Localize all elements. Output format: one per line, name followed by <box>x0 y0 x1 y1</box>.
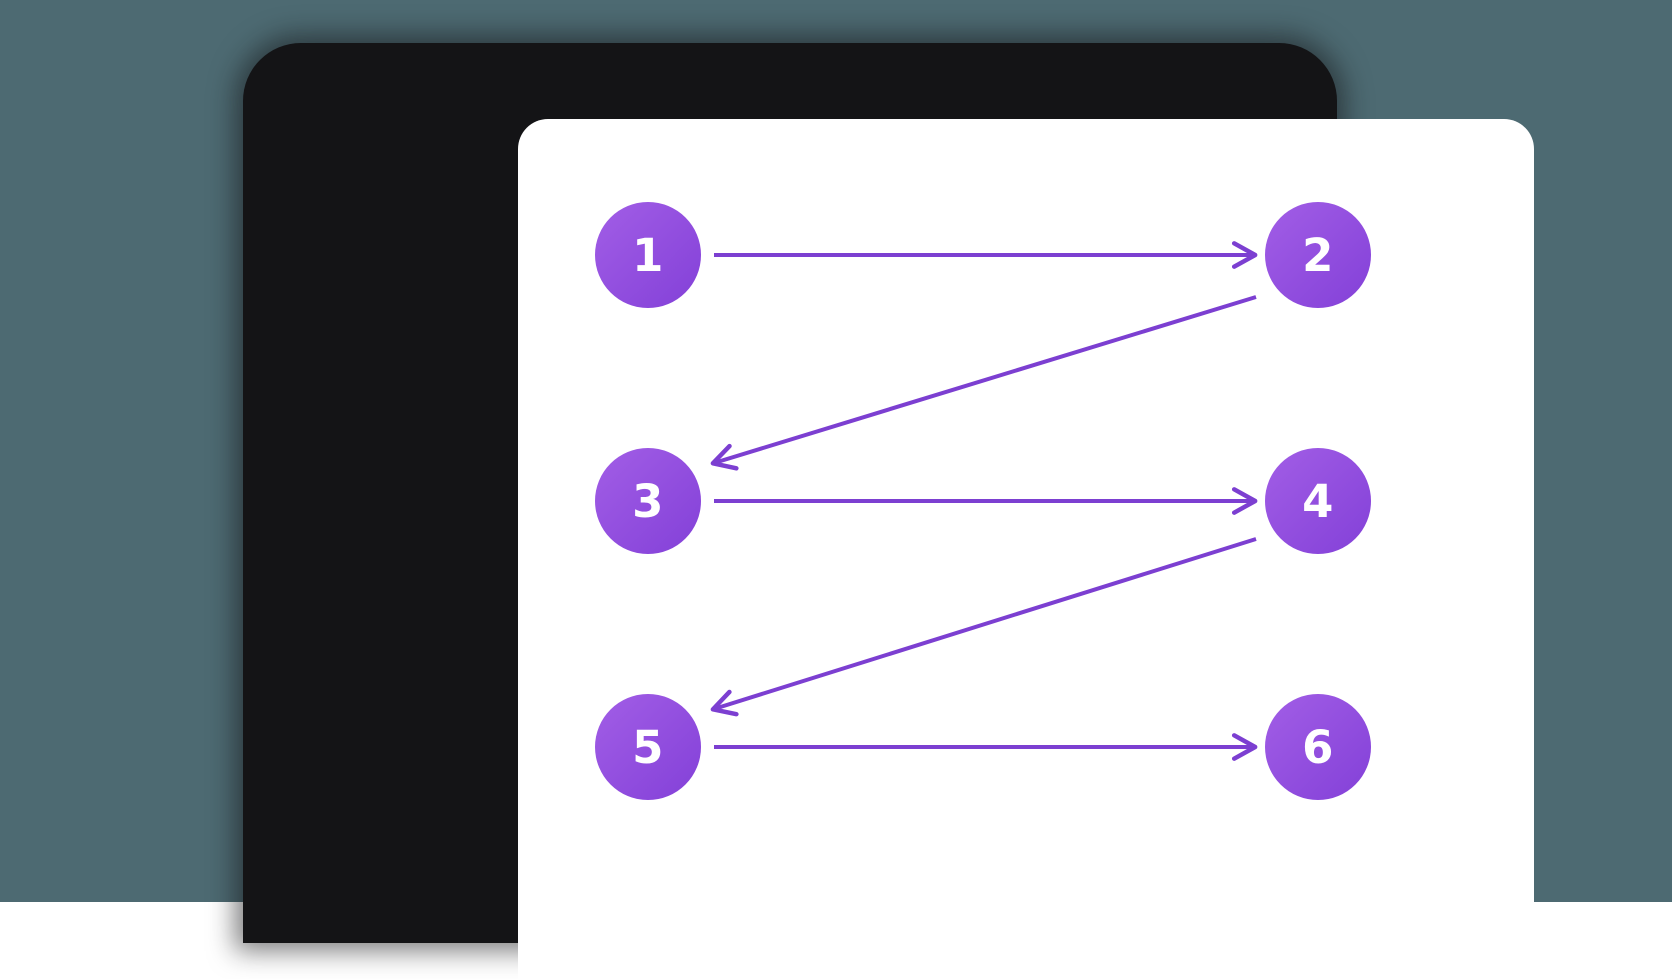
graph-node-label: 5 <box>632 720 664 774</box>
graph-node-label: 4 <box>1302 474 1334 528</box>
device-frame: 1 2 3 4 5 6 <box>243 43 1534 979</box>
graph-node-4[interactable]: 4 <box>1265 448 1371 554</box>
graph-node-5[interactable]: 5 <box>595 694 701 800</box>
graph-node-1[interactable]: 1 <box>595 202 701 308</box>
graph-node-2[interactable]: 2 <box>1265 202 1371 308</box>
edge-4-to-5 <box>710 537 1257 717</box>
graph-node-3[interactable]: 3 <box>595 448 701 554</box>
edge-layer <box>710 241 1258 761</box>
graph-node-label: 1 <box>632 228 664 282</box>
screenshot-stage: 1 2 3 4 5 6 <box>0 0 1672 943</box>
diagram-canvas: 1 2 3 4 5 6 <box>518 119 1534 979</box>
device-screen: 1 2 3 4 5 6 <box>518 119 1534 979</box>
graph-node-label: 6 <box>1302 720 1334 774</box>
graph-node-6[interactable]: 6 <box>1265 694 1371 800</box>
graph-node-label: 2 <box>1302 228 1334 282</box>
edge-2-to-3 <box>710 295 1257 471</box>
graph-node-label: 3 <box>632 474 664 528</box>
